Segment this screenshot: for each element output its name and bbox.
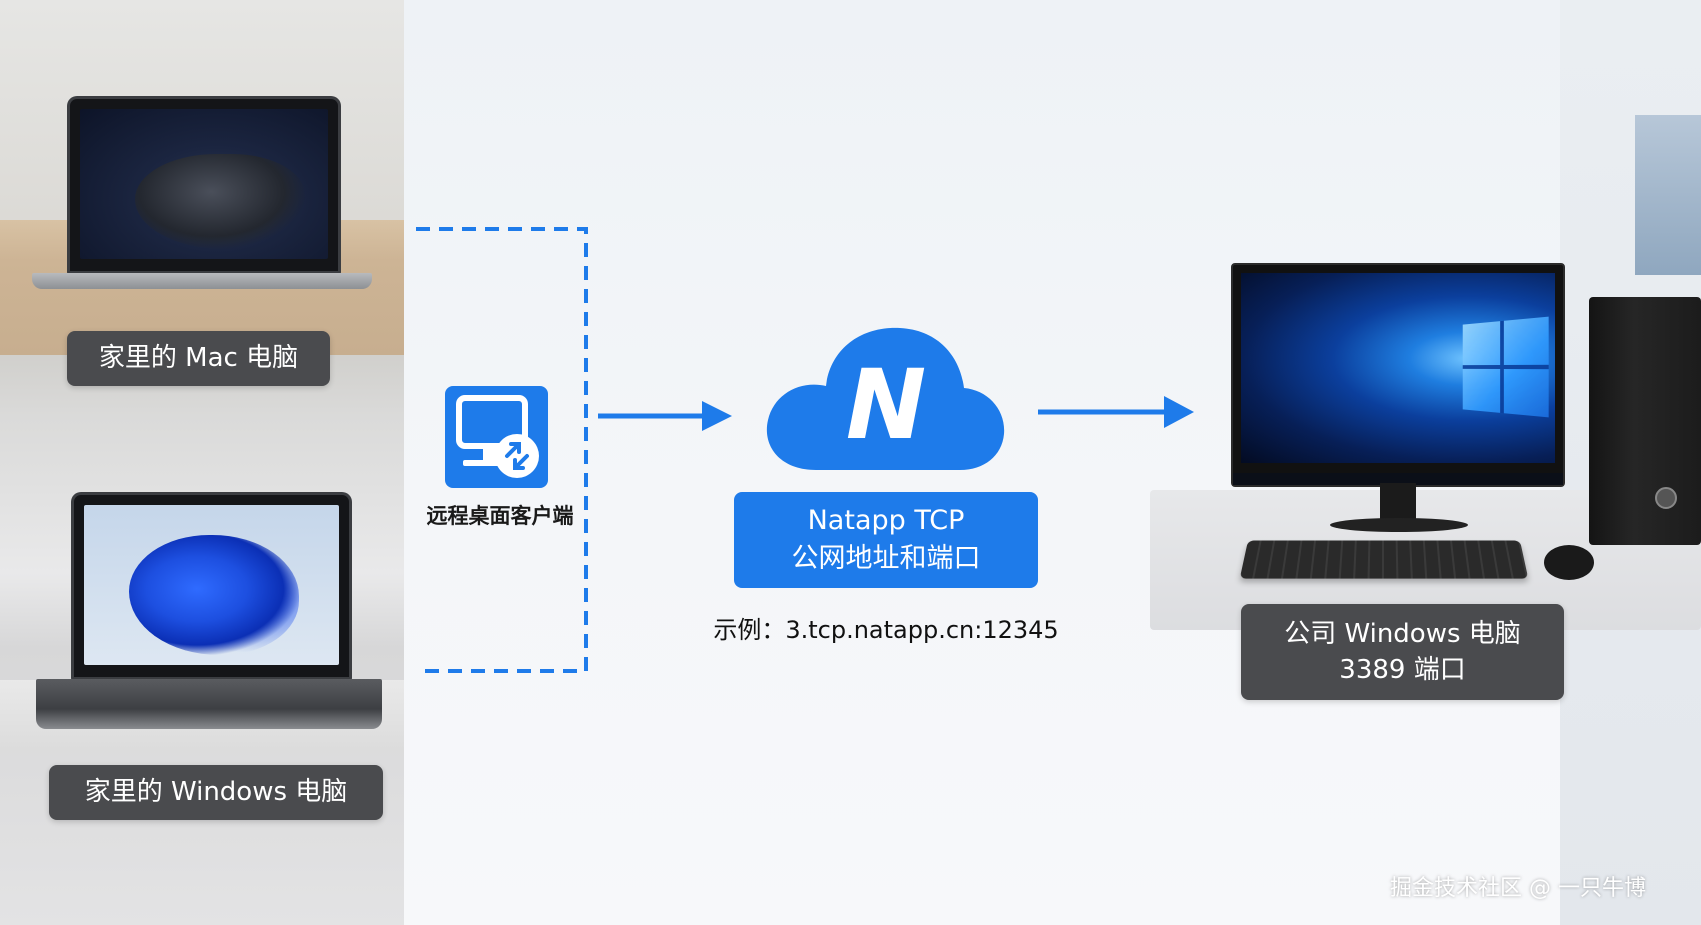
power-icon — [1655, 487, 1677, 509]
mouse-image — [1544, 545, 1594, 580]
natapp-address-box: Natapp TCP 公网地址和端口 — [734, 492, 1038, 588]
arrow-to-office-pc — [1038, 396, 1194, 428]
arrow-to-natapp — [598, 401, 732, 431]
home-mac-label: 家里的 Mac 电脑 — [67, 331, 330, 386]
natapp-box-subtitle: 公网地址和端口 — [791, 543, 981, 574]
office-pc-label: 公司 Windows 电脑 3389 端口 — [1241, 604, 1564, 700]
natapp-example-address: 示例：3.tcp.natapp.cn:12345 — [713, 616, 1059, 644]
office-pc-label-line2: 3389 端口 — [1339, 655, 1466, 685]
monitor-foot — [1330, 518, 1468, 532]
rdp-client-caption: 远程桌面客户端 — [426, 504, 574, 528]
mac-laptop-image — [32, 96, 372, 306]
dashed-group-bracket — [416, 227, 588, 673]
keyboard-image — [1239, 540, 1529, 579]
office-pc-label-line1: 公司 Windows 电脑 — [1284, 618, 1521, 649]
right-window — [1635, 115, 1701, 275]
windows-laptop-image — [36, 492, 382, 737]
watermark-text: 掘金技术社区 @ 一只牛博 — [1390, 876, 1646, 901]
remote-desktop-icon — [445, 386, 548, 488]
natapp-cloud-logo: N — [766, 327, 1005, 470]
home-windows-label: 家里的 Windows 电脑 — [49, 765, 383, 820]
natapp-n-letter: N — [846, 349, 926, 461]
pc-tower-image — [1589, 297, 1701, 545]
office-monitor-image — [1231, 263, 1565, 487]
monitor-stand — [1380, 483, 1416, 523]
natapp-box-title: Natapp TCP — [807, 504, 965, 536]
